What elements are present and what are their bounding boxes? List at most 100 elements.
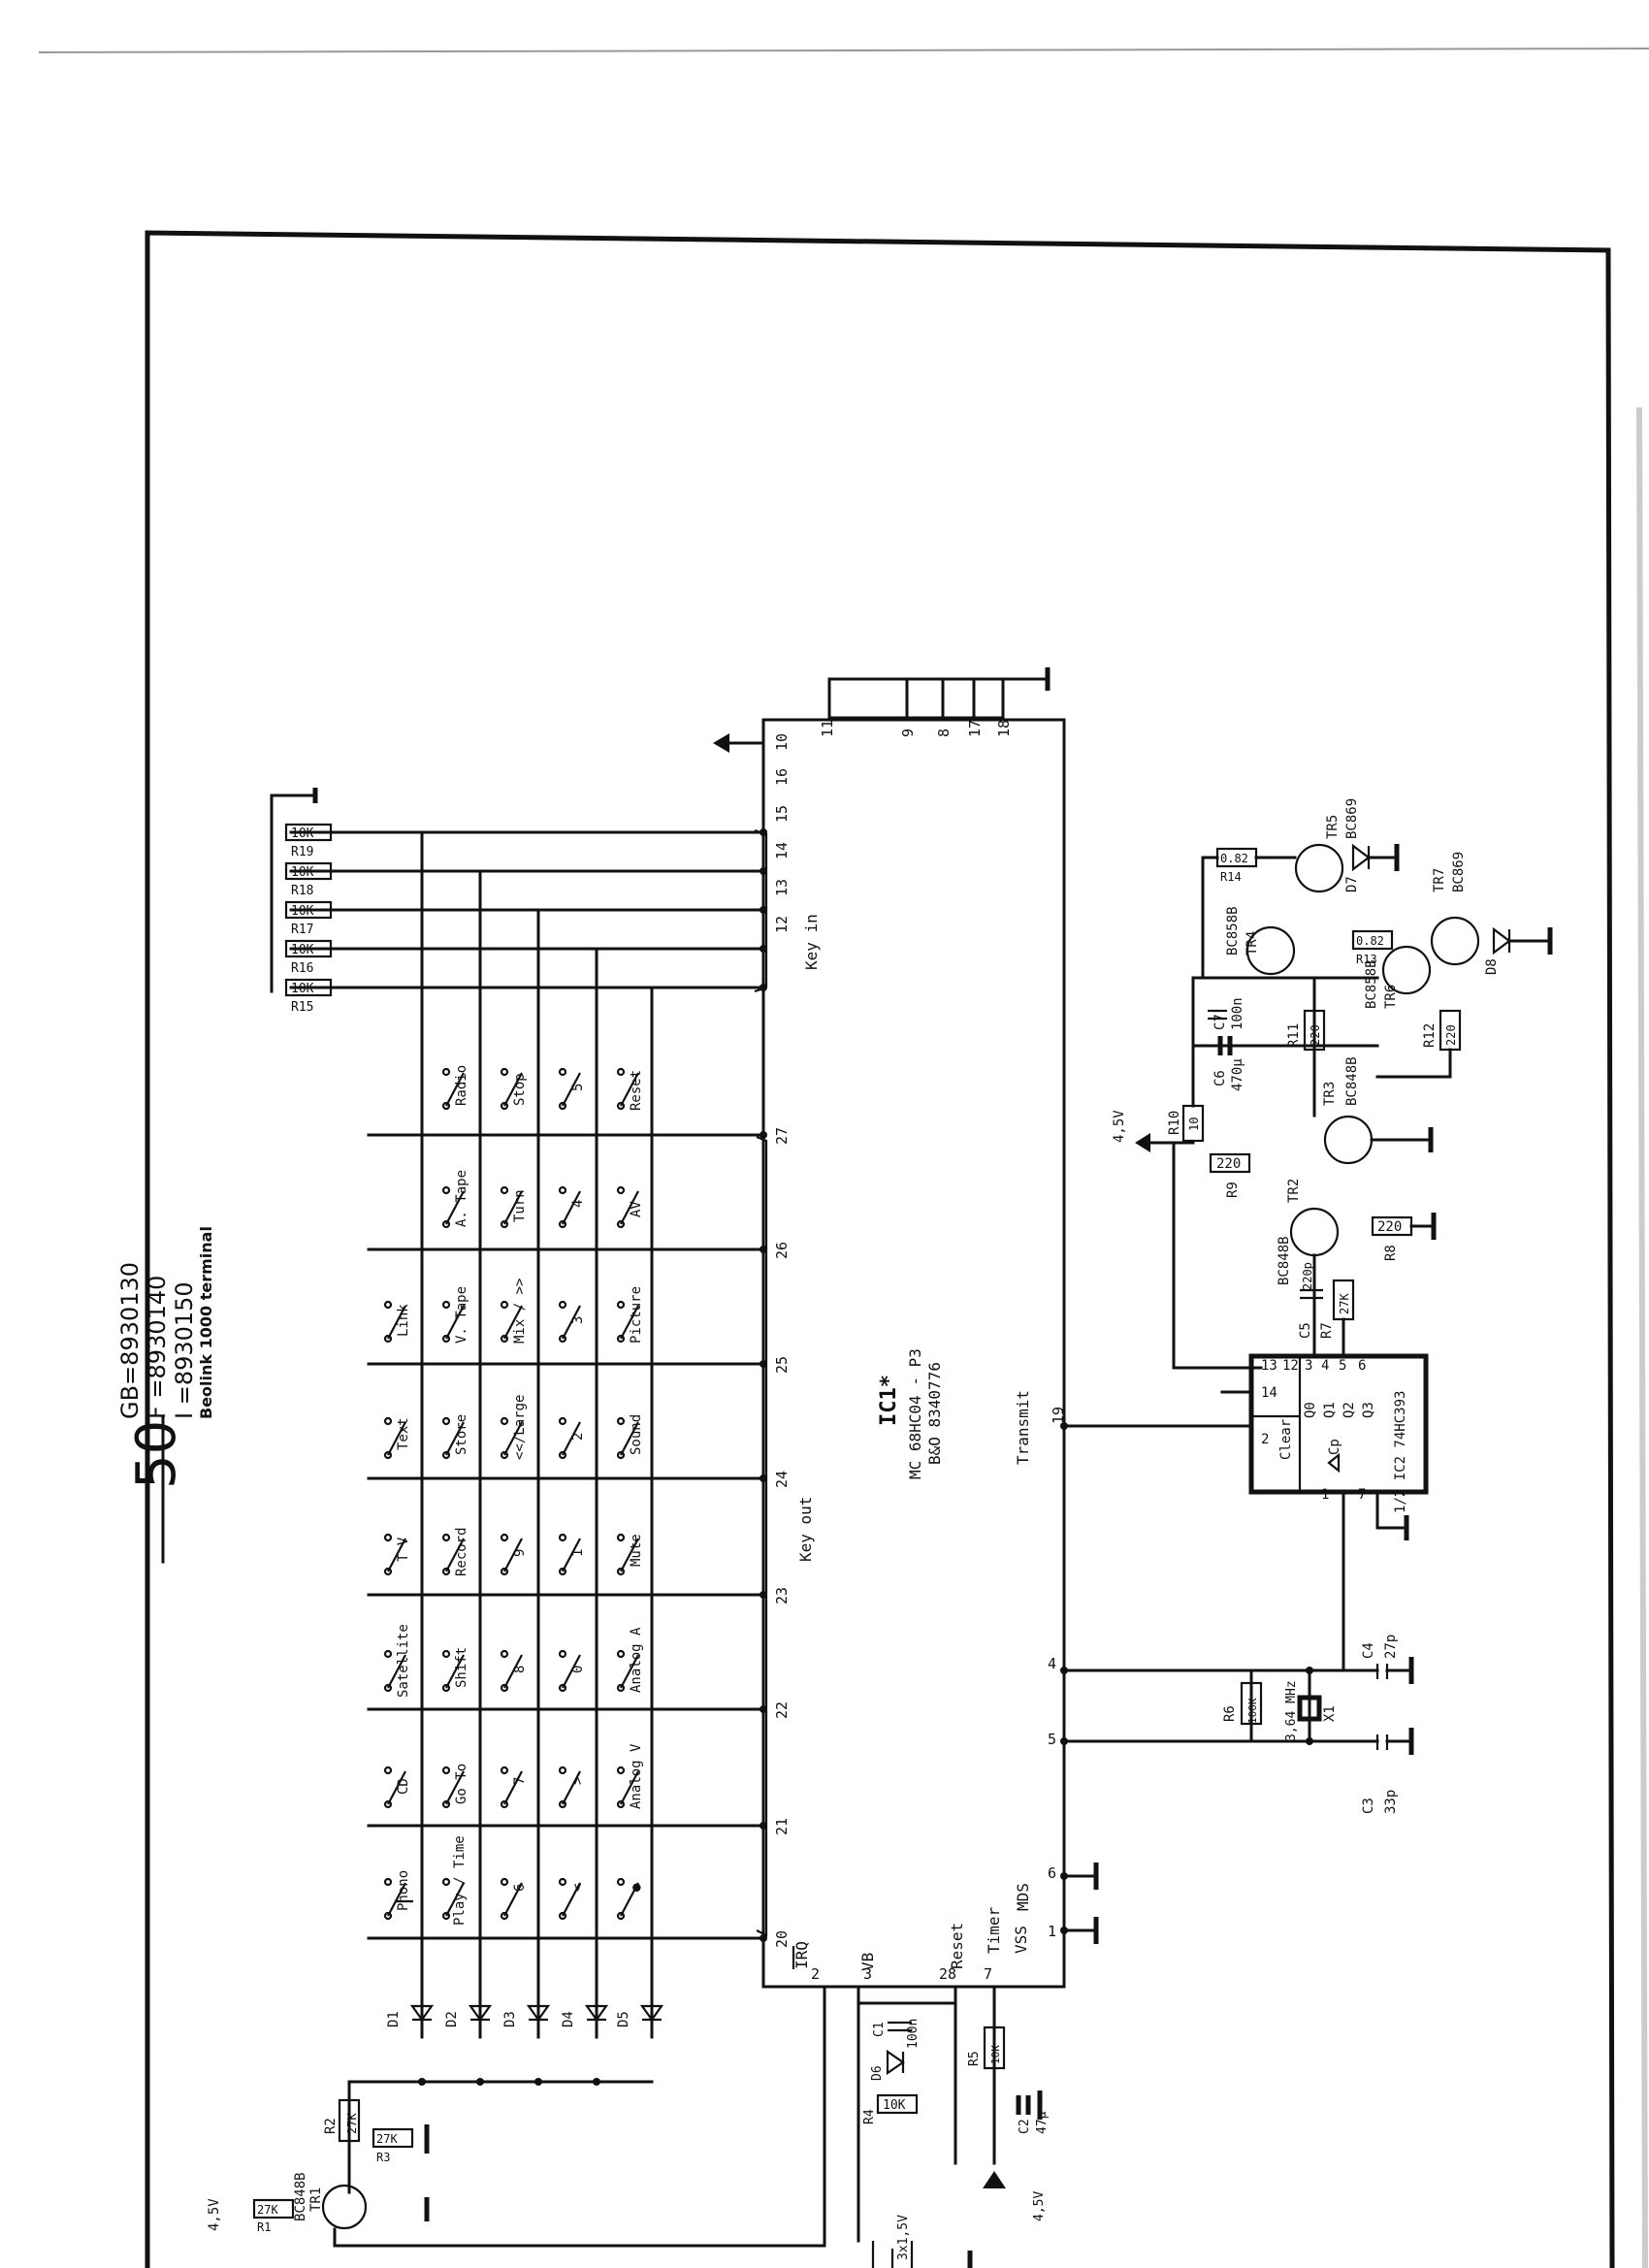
pin-5: 5 [1048, 1731, 1056, 1748]
x1-value: 3,64 MHz [1284, 1680, 1299, 1741]
ic2-pin-1: 1 [1321, 1487, 1329, 1503]
r8-value: 220 [1377, 1219, 1402, 1235]
tr1-label: TR1 [308, 2187, 324, 2212]
r3-value: 27K [376, 2132, 398, 2146]
r6-label: R6 [1222, 1705, 1238, 1722]
c1-label: C1 [872, 2022, 887, 2037]
r15-label: R15 [291, 1000, 313, 1015]
c7-symbol [1208, 1009, 1227, 1021]
key-cd-label: CD [396, 1778, 411, 1795]
pin-28: 28 [939, 1965, 956, 1983]
c5-symbol [1300, 1288, 1323, 1300]
ic1-pin-numbers: 20 21 22 23 24 25 26 27 12 13 14 15 16 1… [773, 720, 1067, 1983]
r9-label: R9 [1225, 1182, 1241, 1198]
key-sound-label: Sound [629, 1414, 644, 1455]
key-0: 0 [558, 1649, 586, 1693]
key-radio-label: Radio [454, 1065, 469, 1106]
c7-label: C7 [1212, 1014, 1228, 1030]
r4-label: R4 [862, 2109, 877, 2124]
r16-label: R16 [291, 961, 313, 976]
r14-label: R14 [1220, 870, 1242, 884]
pin-24: 24 [773, 1471, 791, 1488]
scan-right-shadow [1636, 406, 1648, 2268]
diodes-d1-d5: D1 D2 D3 D4 D5 [386, 2004, 664, 2027]
key-switches: Phono Play / Time 6 < ● CD Go To 7 > Ana… [383, 1065, 644, 1926]
pin-26: 26 [773, 1242, 791, 1259]
key-v-tape: V. Tape [441, 1286, 469, 1344]
r18-label: R18 [291, 884, 313, 898]
d7-label: D7 [1344, 876, 1360, 892]
key-tv: T V [383, 1533, 411, 1576]
r4-value: 10K [883, 2098, 906, 2113]
ic1-reset-label: Reset [948, 1923, 966, 1969]
tr7-label: TR7 [1432, 868, 1447, 892]
pin-2: 2 [811, 1965, 820, 1983]
svg-text:10K: 10K [291, 904, 314, 919]
r2-body [338, 2098, 361, 2143]
ic2-pin-3: 3 [1305, 1358, 1312, 1374]
key-text-label: Text [396, 1417, 411, 1450]
tr3-symbol [1323, 1115, 1374, 1165]
battery-symbol [871, 2241, 914, 2268]
key-lt-label: < [570, 1884, 586, 1892]
pin-13: 13 [773, 879, 791, 896]
tr5-label: TR5 [1325, 815, 1341, 839]
key-gt: > [558, 1766, 586, 1809]
key-go-to-label: Go To [454, 1764, 469, 1804]
key-link: Link [383, 1300, 411, 1344]
r9-body [1209, 1152, 1251, 1174]
r9-value: 220 [1216, 1156, 1241, 1172]
key-phono: Phono [383, 1870, 413, 1921]
svg-text:10K: 10K [291, 943, 314, 957]
tr2-label: TR2 [1286, 1179, 1302, 1203]
key-text: Text [383, 1416, 411, 1460]
r4-body [876, 2093, 919, 2115]
key-4: 4 [558, 1185, 586, 1229]
d6-label: D6 [870, 2065, 885, 2081]
doc-number-f: F =8930140 [144, 1276, 171, 1419]
r1-body [252, 2198, 295, 2219]
d8-label: D8 [1484, 958, 1500, 975]
svg-text:10K: 10K [291, 826, 314, 841]
r5-label: R5 [967, 2051, 982, 2066]
ic1-labels: IC1* MC 68HC04 - P3 B&O 8340776 [877, 1348, 944, 1479]
key-6-label: 6 [512, 1884, 528, 1892]
key-a-tape: A. Tape [441, 1170, 469, 1229]
key-v-tape-label: V. Tape [454, 1286, 469, 1344]
ic2-label: 1/2 IC2 74HC393 [1393, 1391, 1408, 1513]
d3-label: D3 [502, 2011, 518, 2027]
r13-body [1351, 929, 1394, 951]
pin-6: 6 [1048, 1864, 1056, 1882]
c1-value: 100n [906, 2019, 921, 2049]
r6-value: 100K [1246, 1698, 1259, 1724]
d1-label: D1 [386, 2011, 402, 2027]
key-picture: Picture [616, 1286, 644, 1344]
key-gt-label: > [570, 1777, 586, 1785]
key-2: 2 [558, 1416, 586, 1460]
ic1-irq-label: IRQ [792, 1941, 811, 1969]
r10-value: 10 [1187, 1118, 1201, 1131]
svg-text:10K: 10K [291, 865, 314, 880]
key-tv-label: T V [396, 1537, 411, 1562]
x1-body [1297, 1695, 1322, 1722]
tr1-type: BC848B [293, 2172, 308, 2221]
r5-body [983, 2025, 1006, 2070]
pin-21: 21 [773, 1818, 791, 1835]
key-reset: Reset [616, 1067, 644, 1111]
ic2-pin-6: 6 [1358, 1358, 1366, 1374]
r6-body [1240, 1681, 1263, 1726]
key-lt: < [558, 1877, 586, 1921]
ic2-q3: Q3 [1361, 1402, 1376, 1418]
c2-vcc: 4,5V [1032, 2191, 1047, 2221]
ic2-counter: Clear Cp Q0 Q1 Q2 Q3 1/2 IC2 74HC393 14 … [1062, 1337, 1429, 1672]
doc-subtitle: Beolink 1000 terminal [197, 1226, 215, 1419]
c6-label: C6 [1212, 1070, 1228, 1086]
tr6-label: TR6 [1383, 985, 1399, 1009]
ic1-bo-code: B&O 8340776 [925, 1362, 944, 1465]
pin-9: 9 [899, 729, 917, 737]
ic2-q0: Q0 [1303, 1402, 1318, 1418]
r11-label: R11 [1286, 1023, 1302, 1048]
key-turn-label: Turn [512, 1189, 528, 1222]
key-analog-a: Analog A [616, 1627, 644, 1693]
c6-symbol [1217, 1036, 1233, 1055]
